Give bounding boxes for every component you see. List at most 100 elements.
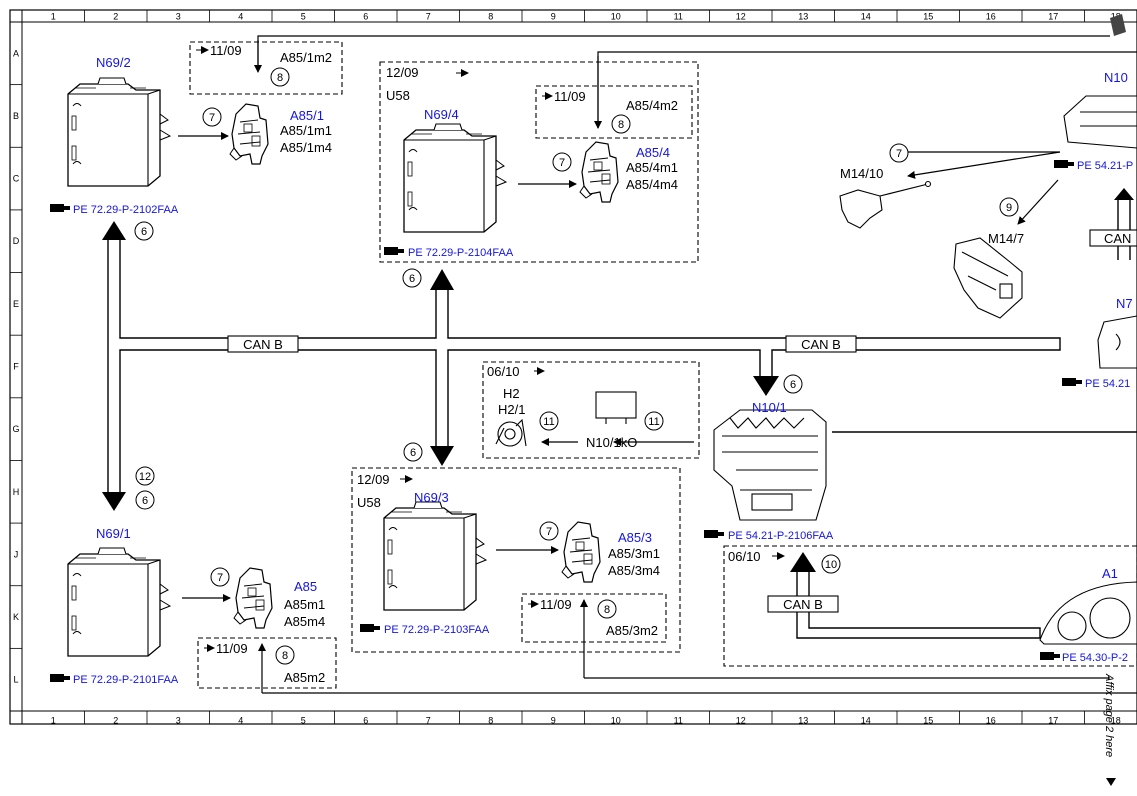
n69-2-module-icon [67,77,171,187]
date-label: 06/10 [487,364,520,379]
grid-column-label: 14 [861,716,871,726]
grid-column-label: 11 [674,716,683,726]
ref-link[interactable]: PE 54.21-P-2106FAA [728,530,834,542]
grid-column-label: 12 [736,12,746,22]
a85-1m4-label: A85/1m4 [280,140,332,155]
can-b-label-right: CAN B [801,337,841,352]
a85-lock-icon [233,567,273,629]
ref-link[interactable]: PE 54.30-P-2 [1062,652,1128,664]
m14-10-actuator-icon [839,180,932,229]
a85-4m4-label: A85/4m4 [626,177,678,192]
ref-link[interactable]: PE 54.21 [1085,378,1130,390]
u58-label: U58 [357,495,381,510]
can-b-label-left: CAN B [243,337,283,352]
grid-column-label: 13 [798,12,808,22]
ref-link[interactable]: PE 72.29-P-2101FAA [73,674,179,686]
can-b-label-bottom: CAN B [783,597,823,612]
grid-column-label: 4 [238,12,243,22]
grid-row-label: E [13,299,19,309]
grid-row-label: K [13,612,19,622]
a85-3-label: A85/3 [618,530,652,545]
corner-mark-icon [1110,14,1126,36]
a85-4-lock-icon [579,141,619,203]
u58-label: U58 [386,88,410,103]
grid-row-label: F [13,362,19,372]
grid-column-label: 10 [611,12,621,22]
callout-7: 7 [217,572,223,584]
grid-row-label: H [13,487,20,497]
grid-column-label: 7 [426,716,431,726]
grid-column-label: 11 [674,12,683,22]
grid-column-label: 16 [986,12,996,22]
callout-8: 8 [277,72,283,84]
grid-column-label: 15 [923,716,933,726]
callout-8: 8 [604,604,610,616]
a85-label: A85 [294,579,317,594]
a85m2-label: A85m2 [284,670,325,685]
affix-arrow-icon [1106,778,1116,786]
n10-1-label: N10/1 [752,400,787,415]
ref-link[interactable]: PE 54.21-P [1077,160,1133,172]
date-label: 11/09 [540,597,572,612]
can-bus-lines [107,240,1137,492]
callout-12: 12 [139,471,151,483]
m14-7-actuator-icon [953,237,1023,319]
grid-column-label: 17 [1048,12,1058,22]
grid-row-label: L [13,675,18,685]
date-label: 11/09 [554,89,586,104]
grid-column-label: 3 [176,12,181,22]
grid-column-label: 9 [551,12,556,22]
a85-1-label: A85/1 [290,108,324,123]
grid-column-label: 12 [736,716,746,726]
n69-4-module-icon [403,123,507,233]
callout-7: 7 [896,148,902,160]
callout-8: 8 [282,650,288,662]
grid-row-label: A [13,48,19,58]
date-label: 12/09 [386,65,419,80]
n10-1ko-relay-icon [595,391,637,424]
date-label: 12/09 [357,472,390,487]
grid-column-label: 2 [113,716,118,726]
affix-note: Affix page 2 here [1103,673,1115,757]
grid-column-label: 14 [861,12,871,22]
m14-7-label: M14/7 [988,231,1024,246]
a85-3m1-label: A85/3m1 [608,546,660,561]
date-label: 11/09 [216,641,248,656]
date-label: 06/10 [728,549,761,564]
a1-instrument-cluster-icon [1039,581,1137,645]
grid-column-label: 8 [488,716,493,726]
grid-column-label: 1 [51,12,56,22]
grid-column-label: 5 [301,716,306,726]
callout-7: 7 [559,157,565,169]
a85-4m2-label: A85/4m2 [626,98,678,113]
a1-label: A1 [1102,566,1118,581]
n7-label: N7 [1116,296,1133,311]
n7-module-icon [1097,315,1137,369]
reference-hand-icons [50,160,1082,682]
callout-10: 10 [825,559,837,571]
grid-column-label: 1 [51,716,56,726]
grid-column-label: 7 [426,12,431,22]
n69-1-label: N69/1 [96,526,131,541]
ref-link[interactable]: PE 72.29-P-2103FAA [384,624,490,636]
callout-9: 9 [1006,202,1012,214]
grid-row-label: D [13,236,20,246]
grid-column-label: 10 [611,716,621,726]
a85-1m2-label: A85/1m2 [280,50,332,65]
diagram-frame [9,9,1137,725]
m14-10-label: M14/10 [840,166,883,181]
a85-1-lock-icon [229,103,269,165]
a85-3m4-label: A85/3m4 [608,563,660,578]
grid-row-label: B [13,111,19,121]
grid-column-label: 2 [113,12,118,22]
grid-column-label: 17 [1048,716,1058,726]
ref-link[interactable]: PE 72.29-P-2104FAA [408,247,514,259]
ref-link[interactable]: PE 72.29-P-2102FAA [73,204,179,216]
callout-6: 6 [142,495,148,507]
grid-column-label: 5 [301,12,306,22]
callout-6: 6 [141,226,147,238]
grid-column-label: 6 [363,12,368,22]
can-bus-arrowheads [102,188,1134,572]
grid-column-label: 6 [363,716,368,726]
